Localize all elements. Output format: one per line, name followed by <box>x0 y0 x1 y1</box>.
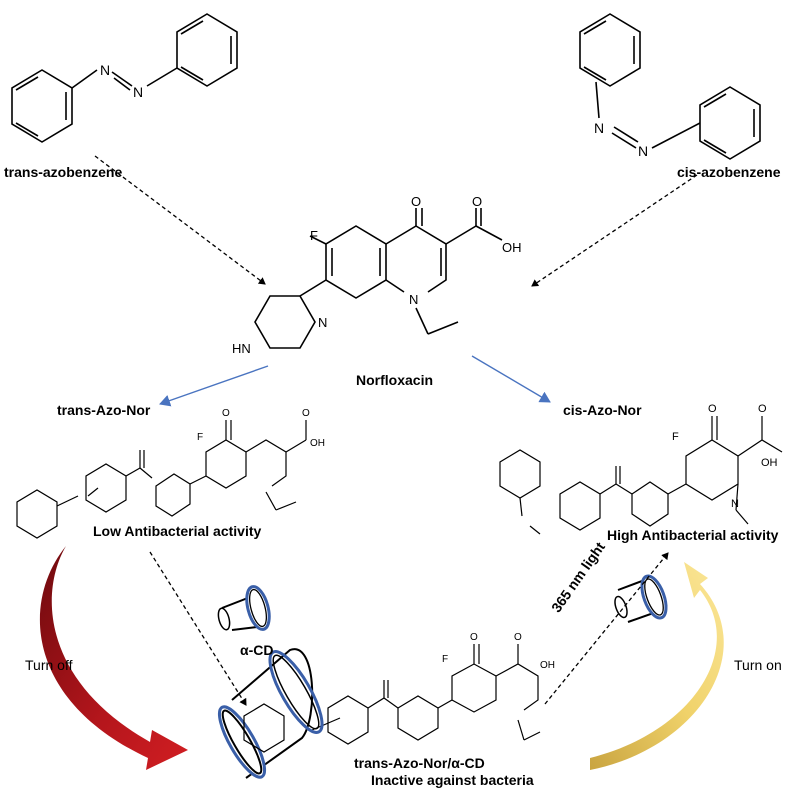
label-complex: trans-Azo-Nor/α-CD <box>354 755 485 771</box>
atom-n: N <box>100 62 110 78</box>
atom-oh: OH <box>761 457 778 469</box>
atom-o: O <box>758 403 767 415</box>
atom-o: O <box>472 194 482 209</box>
label-high-activity: High Antibacterial activity <box>607 527 779 543</box>
atom-o: O <box>708 403 717 415</box>
arrow-trans-to-norfloxacin <box>94 155 266 285</box>
label-alpha-cd: α-CD <box>240 642 274 658</box>
cyclodextrin-complex-cone <box>217 648 324 779</box>
label-cis-azo-nor: cis-Azo-Nor <box>563 402 642 418</box>
atom-n: N <box>731 498 739 510</box>
blue-arrow-to-cis-azo-nor <box>471 355 551 403</box>
turn-off-arrow <box>39 546 188 770</box>
atom-n: N <box>409 292 418 307</box>
label-inactive: Inactive against bacteria <box>371 772 534 788</box>
label-turn-on: Turn on <box>734 657 782 673</box>
dashed-arrows <box>94 155 698 706</box>
atom-o: O <box>222 408 230 419</box>
complex-structure <box>311 644 541 745</box>
atom-oh: OH <box>502 240 522 255</box>
trans-azo-nor-structure <box>16 420 307 539</box>
trans-azobenzene-structure <box>11 13 238 143</box>
arrow-trans-azo-nor-to-complex <box>149 551 247 706</box>
atom-f: F <box>442 654 448 665</box>
atom-o: O <box>470 632 478 643</box>
atom-f: F <box>197 432 203 443</box>
atom-n: N <box>133 84 143 100</box>
cis-azo-nor-structure <box>499 416 783 535</box>
atom-o: O <box>411 194 421 209</box>
alpha-cd-icon <box>217 585 271 631</box>
atom-hn: HN <box>232 341 251 356</box>
atom-f: F <box>310 228 318 243</box>
cis-azobenzene-structure <box>579 13 761 160</box>
label-trans-azo-nor: trans-Azo-Nor <box>57 402 151 418</box>
cyclodextrin-cone-icon <box>614 574 668 623</box>
atom-n: N <box>318 315 327 330</box>
blue-arrow-to-trans-azo-nor <box>159 365 269 407</box>
atom-o: O <box>514 632 522 643</box>
atom-oh: OH <box>540 660 555 671</box>
arrow-complex-to-cis-azo-nor <box>544 552 669 705</box>
atom-f: F <box>672 431 679 443</box>
label-trans-azobenzene: trans-azobenzene <box>4 164 123 180</box>
atom-n: N <box>594 120 604 136</box>
atom-oh: OH <box>310 438 325 449</box>
atom-o: O <box>302 408 310 419</box>
label-turn-off: Turn off <box>25 657 73 673</box>
label-norfloxacin: Norfloxacin <box>356 372 434 388</box>
norfloxacin-structure <box>254 208 503 349</box>
arrow-cis-to-norfloxacin <box>531 174 698 287</box>
label-cis-azobenzene: cis-azobenzene <box>677 164 781 180</box>
label-low-activity: Low Antibacterial activity <box>93 523 262 539</box>
atom-n: N <box>638 143 648 159</box>
